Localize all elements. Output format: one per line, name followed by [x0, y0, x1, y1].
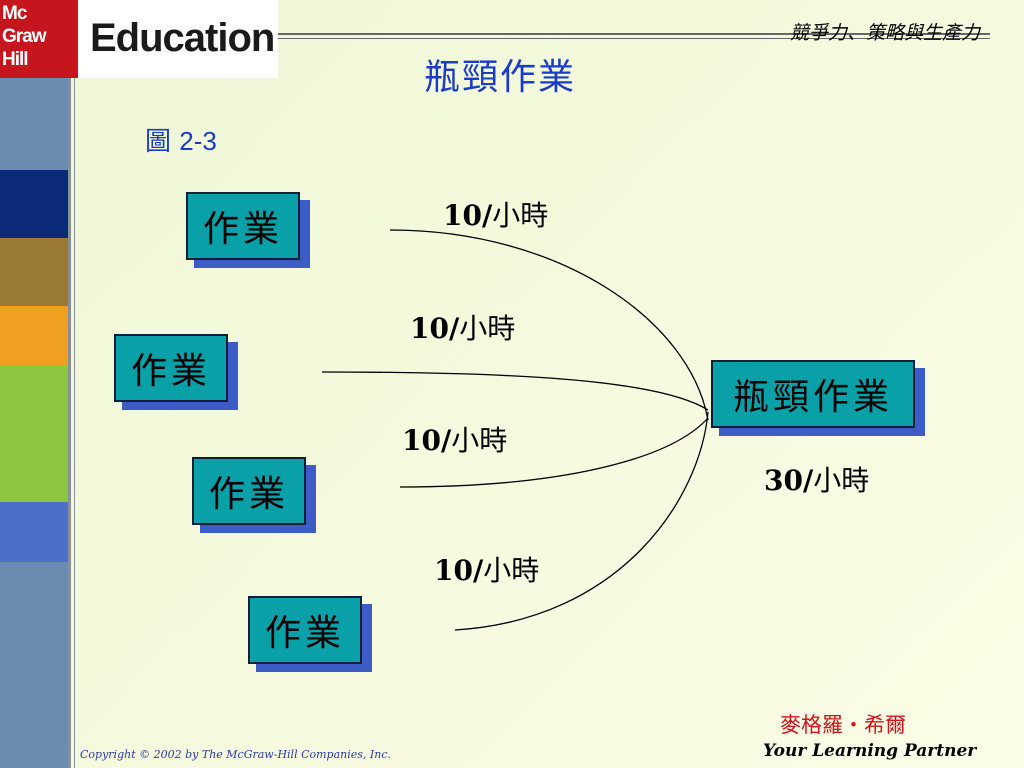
strip-divider [68, 0, 71, 768]
flow-line-4 [454, 411, 709, 631]
rate-value: 10/ [410, 312, 460, 345]
header-rule-thin [278, 38, 990, 39]
flow-line-2 [321, 371, 709, 411]
rate-unit: 小時 [483, 554, 540, 587]
figure-number: 2-3 [179, 126, 217, 156]
mcgraw-hill-logo: Mc Graw Hill [0, 0, 78, 78]
operation-box-2: 作業 [114, 334, 228, 402]
rate-unit: 小時 [459, 312, 516, 345]
header-rule [278, 33, 990, 35]
rate-value: 10/ [402, 424, 452, 457]
bottleneck-box: 瓶頸作業 [711, 360, 915, 428]
rate-label-1: 10/小時 [443, 194, 548, 234]
bottleneck-rate-label: 30/小時 [764, 459, 869, 499]
logo-line-3: Hill [2, 49, 29, 70]
rate-value: 10/ [434, 554, 484, 587]
education-logo: Education [78, 0, 278, 78]
rate-value: 30/ [764, 464, 814, 497]
rate-label-3: 10/小時 [402, 419, 507, 459]
rate-unit: 小時 [813, 464, 870, 497]
logo-word: Education [90, 16, 275, 60]
operation-box-4: 作業 [248, 596, 362, 664]
operation-box-3: 作業 [192, 457, 306, 525]
flow-line-3 [399, 417, 709, 488]
logo-line-1: Mc [2, 3, 27, 24]
logo-line-2: Graw [2, 26, 47, 47]
slide-title: 瓶頸作業 [424, 57, 577, 98]
rate-value: 10/ [443, 199, 493, 232]
rate-label-4: 10/小時 [434, 549, 539, 589]
rate-unit: 小時 [492, 199, 549, 232]
operation-box-1: 作業 [186, 192, 300, 260]
rate-label-2: 10/小時 [410, 307, 515, 347]
rate-unit: 小時 [451, 424, 508, 457]
publisher-tagline: Your Learning Partner [763, 741, 977, 761]
copyright-text: Copyright © 2002 by The McGraw-Hill Comp… [80, 748, 391, 761]
publisher-name-cn: 麥格羅‧希爾 [780, 713, 906, 737]
flow-line-1 [389, 229, 709, 421]
figure-prefix: 圖 [145, 127, 172, 157]
left-color-strip [0, 0, 68, 768]
strip-divider-thin [74, 0, 75, 768]
figure-label: 圖 2-3 [145, 121, 217, 158]
course-subject: 競爭力、策略與生產力 [789, 22, 980, 44]
